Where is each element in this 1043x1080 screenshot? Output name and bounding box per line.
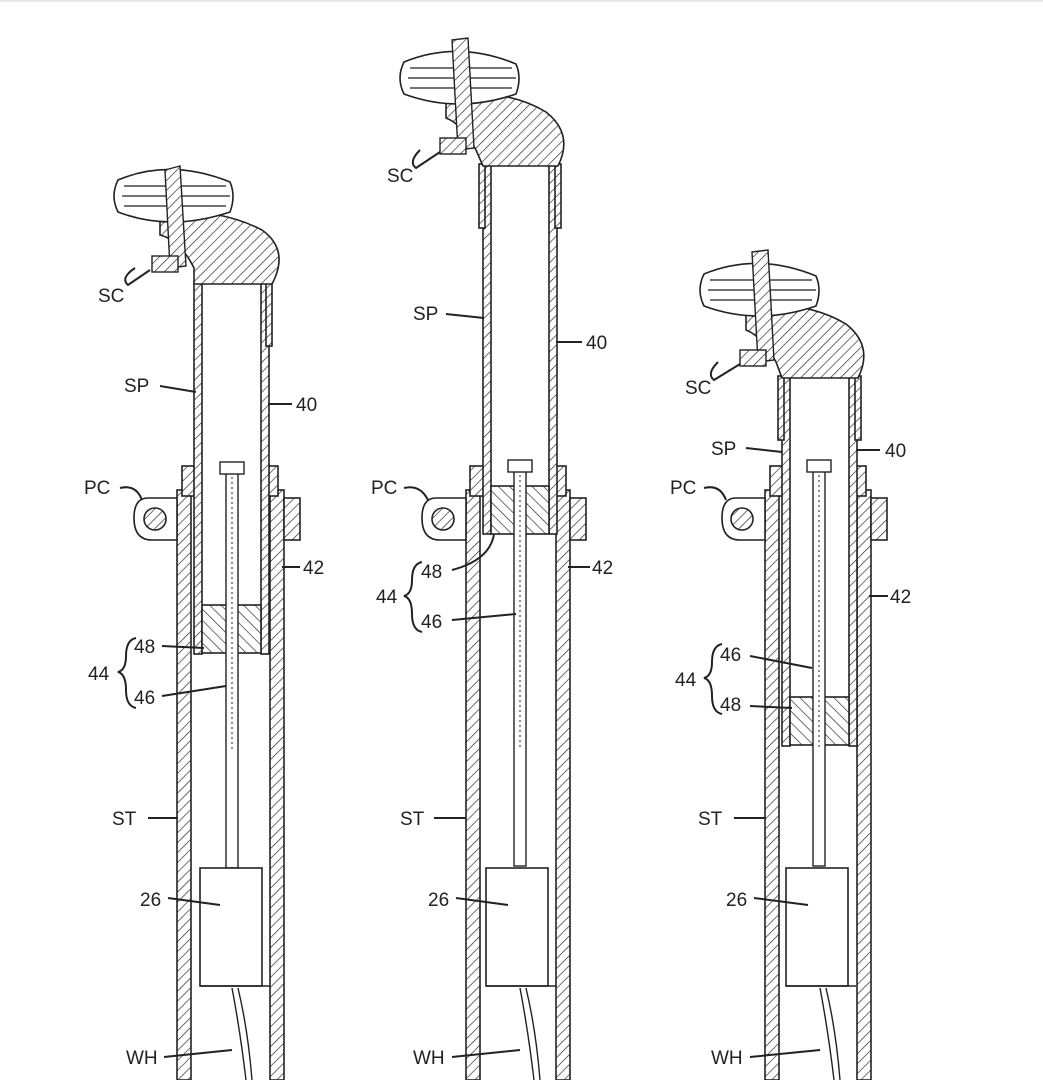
label-46-1: 46 bbox=[134, 688, 155, 709]
label-46-2: 46 bbox=[421, 612, 442, 633]
inner-tube-left bbox=[193, 281, 203, 655]
label-40-3: 40 bbox=[885, 441, 906, 462]
inner-tube-sleeve bbox=[265, 281, 273, 347]
label-st-3: ST bbox=[698, 809, 723, 830]
label-42-3: 42 bbox=[890, 587, 911, 608]
label-sp-2: SP bbox=[413, 304, 438, 325]
figure-right bbox=[699, 249, 888, 1080]
label-wh-1: WH bbox=[126, 1048, 158, 1069]
label-44-2: 44 bbox=[376, 587, 398, 608]
actuator bbox=[199, 867, 263, 987]
label-40-1: 40 bbox=[296, 395, 317, 416]
rod-head bbox=[219, 461, 245, 475]
label-44-1: 44 bbox=[88, 664, 110, 685]
label-26-2: 26 bbox=[428, 890, 449, 911]
top-border bbox=[0, 0, 1043, 2]
label-48-2: 48 bbox=[421, 562, 442, 583]
label-wh-3: WH bbox=[711, 1048, 743, 1069]
label-48-1: 48 bbox=[134, 637, 155, 658]
label-pc-1: PC bbox=[84, 478, 110, 499]
figure-left bbox=[113, 165, 301, 1080]
label-sc-1: SC bbox=[98, 286, 124, 307]
label-st-2: ST bbox=[400, 809, 425, 830]
label-pc-3: PC bbox=[670, 478, 696, 499]
label-26-1: 26 bbox=[140, 890, 161, 911]
seat-tube-right-wall bbox=[269, 489, 285, 1080]
label-pc-2: PC bbox=[371, 478, 397, 499]
label-26-3: 26 bbox=[726, 890, 747, 911]
label-sc-3: SC bbox=[685, 378, 711, 399]
label-sp-3: SP bbox=[711, 439, 736, 460]
label-44-3: 44 bbox=[675, 670, 697, 691]
label-st-1: ST bbox=[112, 809, 137, 830]
bolt-nut bbox=[151, 255, 179, 273]
label-48-3: 48 bbox=[720, 695, 741, 716]
label-42-1: 42 bbox=[303, 558, 324, 579]
label-42-2: 42 bbox=[592, 558, 613, 579]
label-sc-2: SC bbox=[387, 166, 413, 187]
label-46-3: 46 bbox=[720, 645, 741, 666]
label-wh-2: WH bbox=[413, 1048, 445, 1069]
label-sp-1: SP bbox=[124, 376, 149, 397]
label-40-2: 40 bbox=[586, 333, 607, 354]
clamp-bolt-center bbox=[164, 165, 187, 269]
clamp-bolt bbox=[143, 507, 167, 531]
seat-tube-left-wall bbox=[176, 489, 192, 1080]
figure-middle bbox=[399, 37, 590, 1080]
clamp-right bbox=[283, 497, 301, 541]
